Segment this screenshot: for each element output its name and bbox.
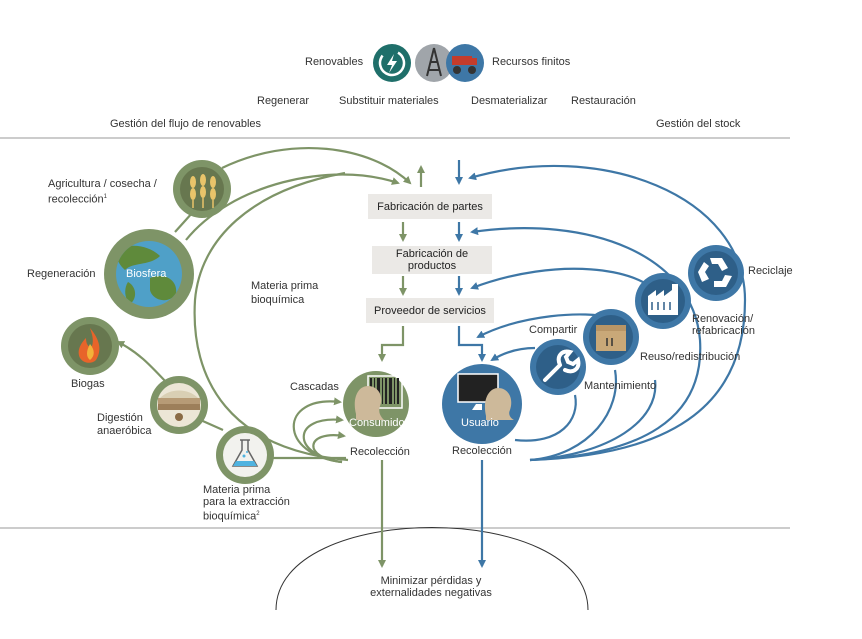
biosphere-to-factory-arrow [185,173,400,241]
renewables-icon [373,44,411,82]
feedstock-label-line2: para la extracción [203,496,290,508]
consumer-icon [343,371,409,437]
renewables-label: Renovables [305,56,364,68]
biogas-icon [61,317,119,375]
biosphere-label: Biosfera [126,268,167,280]
substitute-label: Substituir materiales [339,95,439,107]
cascade-arrow-2 [302,415,344,464]
mining-truck-icon [446,44,484,82]
factory-icon [635,273,691,329]
maintain-arrow [490,346,536,362]
anaerobic-digestion-icon [150,376,208,434]
losses-label-line2: externalidades negativas [370,587,492,599]
reuse-label: Reuso/redistribución [640,351,741,363]
oil-rig-icon [415,44,453,82]
stock-management-label: Gestión del stock [656,118,741,130]
service-provider-box: Proveedor de servicios [366,298,494,323]
farming-icon [173,160,231,218]
biochemical-feedstock-loop [193,171,349,462]
digestion-to-biogas-arrow [116,341,167,383]
biochemical-extraction-icon [216,426,274,484]
regeneration-label: Regeneración [27,268,96,280]
reuse-loop [529,379,657,462]
share-label: Compartir [529,324,578,336]
service-to-consumer-arrow [378,326,405,362]
losses-label-line1: Minimizar pérdidas y [380,575,482,587]
parts-manufacturing-box: Fabricación de partes [368,194,492,219]
consumer-collection-label: Recolección [350,446,410,458]
feedstock-label-line3: bioquímica2 [203,510,260,523]
service-provider-label: Proveedor de servicios [374,304,486,317]
farming-label-line1: Agricultura / cosecha / [48,178,157,190]
regenerate-label: Regenerar [257,95,309,107]
service-to-user-arrow [457,326,486,362]
reuse-loop-upper [470,267,656,293]
maintain-loop [514,394,577,442]
losses-arc [275,527,589,611]
biochemical-label-line1: Materia prima [251,280,319,292]
user-collection-label: Recolección [452,445,512,457]
cascade-arrow-3 [312,431,346,464]
cascades-label: Cascadas [290,381,339,393]
dematerialize-label: Desmaterializar [471,95,548,107]
farming-label-line2: recolección1 [48,193,107,206]
farming-to-factory-arrow [221,146,412,185]
finite-resources-label: Recursos finitos [492,56,571,68]
consumer-label: Consumidor [349,417,409,429]
user-icon [442,364,522,444]
digestion-label-line2: anaeróbica [97,425,152,437]
share-loop [529,369,618,462]
maintenance-icon [530,339,586,395]
renewable-flow-label: Gestión del flujo de renovables [110,118,262,130]
digestion-label-line1: Digestión [97,412,143,424]
biogas-label: Biogas [71,378,105,390]
share-box-icon [583,309,639,365]
product-manufacturing-line1: Fabricación de [395,248,469,260]
maintenance-label: Mantenimiento [584,380,657,392]
biosphere-icon [104,229,194,319]
refurbish-loop [470,227,702,462]
product-manufacturing-box: Fabricación de productos [372,246,492,274]
restore-label: Restauración [571,95,636,107]
feedstock-label-line1: Materia prima [203,484,271,496]
refurbish-label-line2: refabricación [692,325,755,337]
biochemical-label-line2: bioquímica [251,294,305,306]
recycle-loop [468,164,747,462]
product-manufacturing-line2: productos [407,260,457,272]
refurbish-label-line1: Renovación/ [692,313,754,325]
recycle-icon [688,245,744,301]
recycling-label: Reciclaje [748,265,793,277]
user-label: Usuario [461,417,499,429]
parts-manufacturing-label: Fabricación de partes [377,200,483,213]
